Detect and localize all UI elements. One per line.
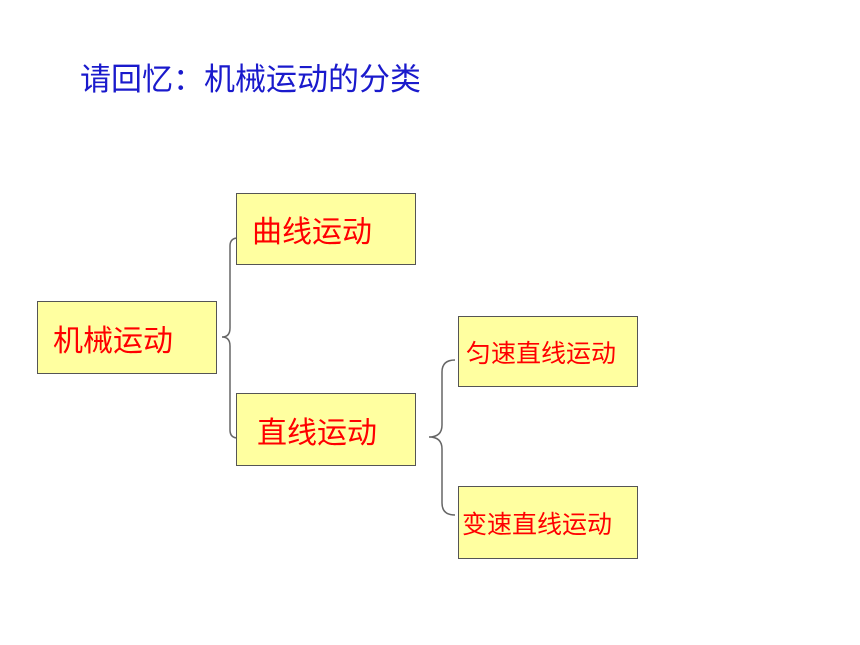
node-curvilinear-motion: 曲线运动 [236,193,416,265]
node-label: 机械运动 [53,323,173,359]
node-label: 匀速直线运动 [466,338,617,368]
node-label: 变速直线运动 [462,509,613,539]
page-title: 请回忆：机械运动的分类 [80,62,421,98]
node-uniform-linear-motion: 匀速直线运动 [458,316,638,387]
brace-root [221,237,239,439]
node-label: 曲线运动 [252,215,372,250]
node-linear-motion: 直线运动 [236,393,416,466]
node-label: 直线运动 [257,415,377,451]
brace-line [428,359,456,516]
node-mechanical-motion: 机械运动 [37,301,217,374]
node-variable-linear-motion: 变速直线运动 [458,486,638,559]
